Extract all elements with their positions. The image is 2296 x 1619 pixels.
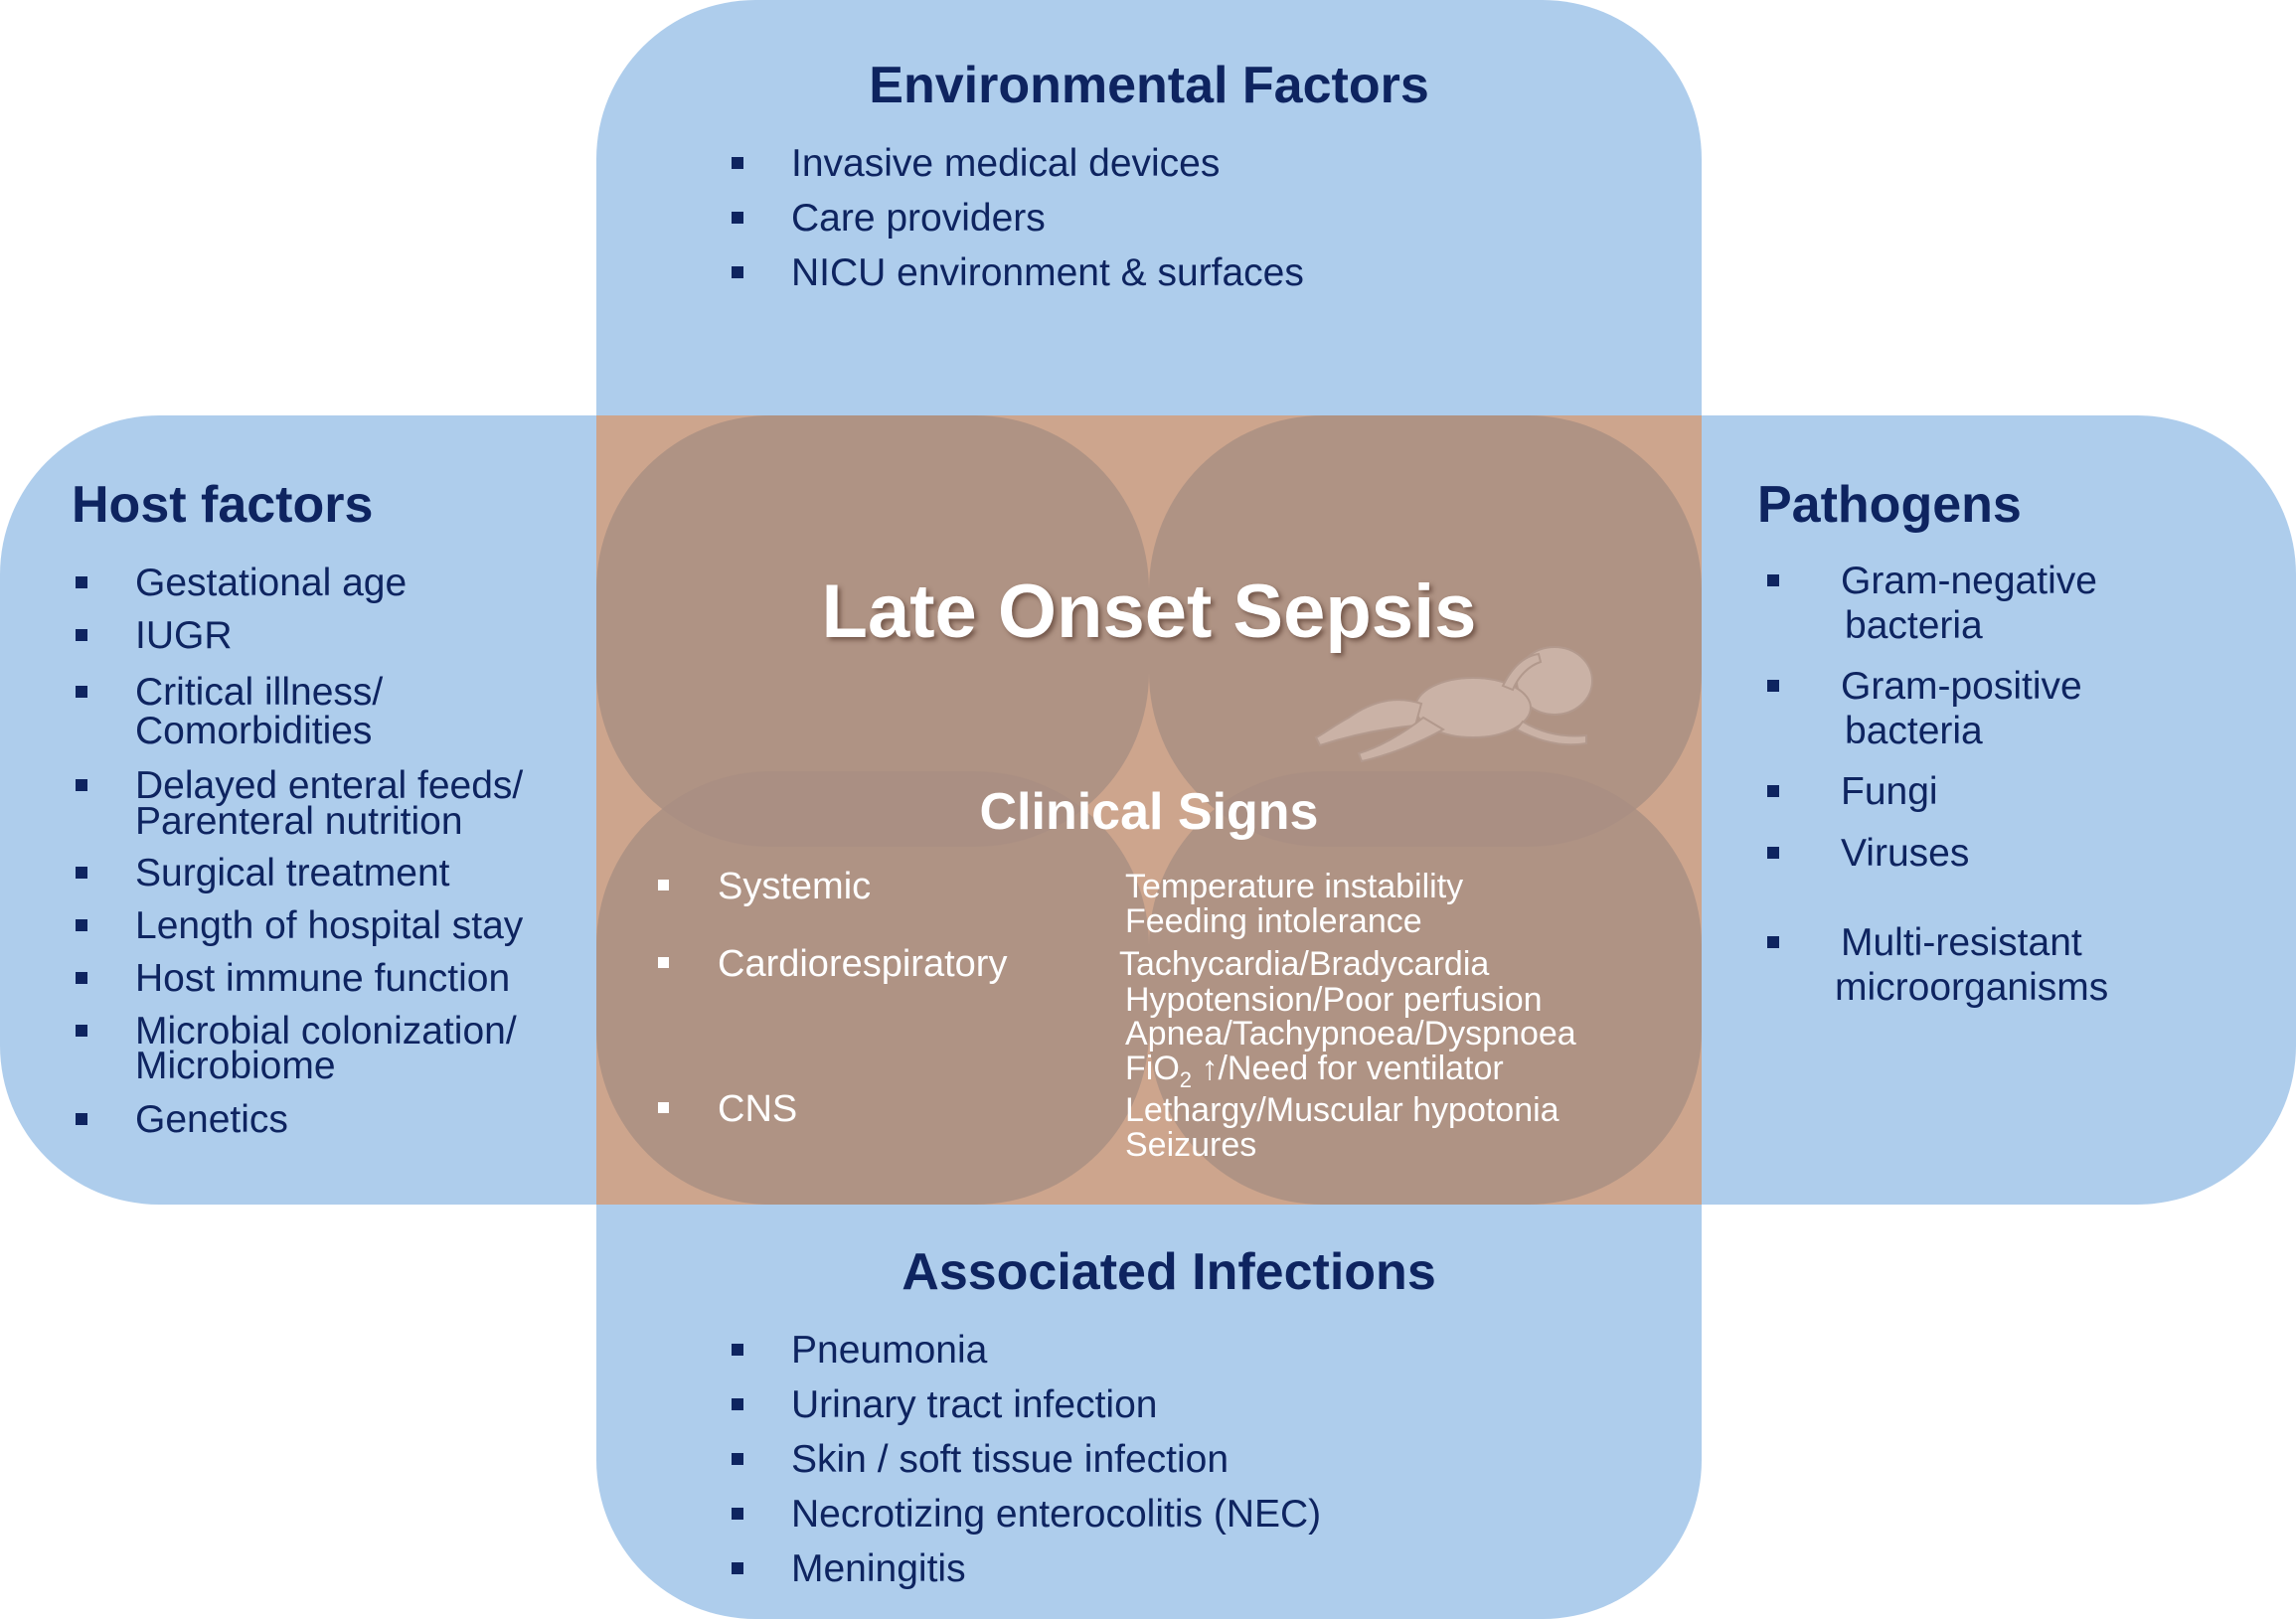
host-factor-item: Surgical treatment	[135, 852, 450, 894]
host-factor-item: Microbial colonization/	[135, 1010, 517, 1052]
infection-item: Skin / soft tissue infection	[791, 1438, 1230, 1481]
bullet-icon	[76, 1113, 87, 1125]
host-factor-item: Delayed enteral feeds/	[135, 764, 524, 807]
infant-illustration-icon	[1314, 646, 1593, 763]
bullet-icon	[1767, 936, 1779, 948]
late-onset-sepsis-title: Late Onset Sepsis	[821, 569, 1477, 654]
sign-category-systemic: Systemic	[718, 866, 872, 907]
infection-item: Pneumonia	[791, 1329, 988, 1372]
sign-category-cardiorespiratory: Cardiorespiratory	[718, 943, 1008, 985]
infection-item: Urinary tract infection	[791, 1383, 1158, 1426]
environmental-title: Environmental Factors	[869, 57, 1429, 114]
white-bullet-icon	[658, 957, 669, 968]
bullet-icon	[76, 867, 87, 879]
associated-infections-title: Associated Infections	[902, 1243, 1436, 1301]
bullet-icon	[732, 1453, 743, 1465]
sign-item: Feeding intolerance	[1125, 902, 1422, 940]
sign-item: Temperature instability	[1125, 868, 1464, 905]
bullet-icon	[76, 686, 87, 698]
host-factors-title: Host factors	[72, 476, 374, 534]
host-factor-item-line2: Microbiome	[135, 1045, 336, 1087]
host-factor-item: Host immune function	[135, 957, 511, 1000]
environmental-item: Invasive medical devices	[791, 142, 1221, 185]
sign-item: Seizures	[1125, 1126, 1257, 1164]
white-bullet-icon	[658, 1102, 669, 1113]
environmental-item: NICU environment & surfaces	[791, 251, 1304, 294]
pathogen-item-line2: microorganisms	[1835, 966, 2109, 1009]
bullet-icon	[732, 1398, 743, 1410]
clinical-signs-title: Clinical Signs	[979, 783, 1319, 841]
bullet-icon	[76, 972, 87, 984]
host-factor-item-line2: Comorbidities	[135, 710, 373, 752]
host-factor-item: Critical illness/	[135, 671, 384, 714]
bullet-icon	[732, 1508, 743, 1520]
infection-item: Meningitis	[791, 1547, 966, 1590]
host-factor-item-line2: Parenteral nutrition	[135, 800, 463, 843]
bullet-icon	[732, 266, 743, 278]
host-factor-item: IUGR	[135, 614, 233, 657]
pathogen-item-line2: bacteria	[1845, 604, 1983, 647]
center-lobe-bottom-left	[596, 771, 1149, 1205]
sign-item: Tachycardia/Bradycardia	[1119, 945, 1490, 983]
host-factor-item: Gestational age	[135, 562, 408, 604]
sign-category-cns: CNS	[718, 1088, 798, 1130]
bullet-icon	[76, 1025, 87, 1037]
bullet-icon	[76, 629, 87, 641]
bullet-icon	[732, 212, 743, 224]
pathogen-item: Multi-resistant	[1841, 921, 2082, 964]
bullet-icon	[1767, 680, 1779, 692]
host-factor-item: Genetics	[135, 1098, 288, 1141]
pathogen-item: Gram-negative	[1841, 560, 2097, 602]
white-bullet-icon	[658, 880, 669, 890]
infection-item: Necrotizing enterocolitis (NEC)	[791, 1493, 1322, 1536]
pathogens-title: Pathogens	[1757, 476, 2022, 534]
bullet-icon	[76, 919, 87, 931]
bullet-icon	[1767, 847, 1779, 859]
bullet-icon	[732, 1562, 743, 1574]
bullet-icon	[732, 1344, 743, 1356]
bullet-icon	[1767, 785, 1779, 797]
bullet-icon	[1767, 574, 1779, 586]
sign-item: Apnea/Tachypnoea/Dyspnoea	[1125, 1015, 1576, 1052]
pathogen-item: Gram-positive	[1841, 665, 2082, 708]
sign-item: Hypotension/Poor perfusion	[1125, 981, 1543, 1019]
environmental-item: Care providers	[791, 197, 1046, 240]
center-lobe-bottom-right	[1149, 771, 1702, 1205]
pathogen-item-line2: bacteria	[1845, 710, 1983, 752]
bullet-icon	[76, 779, 87, 791]
host-factor-item: Length of hospital stay	[135, 904, 524, 947]
sign-item: Lethargy/Muscular hypotonia	[1125, 1091, 1559, 1129]
sign-item-fio2: FiO2 ↑/Need for ventilator	[1125, 1050, 1504, 1092]
bullet-icon	[732, 157, 743, 169]
pathogen-item: Viruses	[1841, 832, 1970, 875]
pathogen-item: Fungi	[1841, 770, 1938, 813]
bullet-icon	[76, 576, 87, 588]
